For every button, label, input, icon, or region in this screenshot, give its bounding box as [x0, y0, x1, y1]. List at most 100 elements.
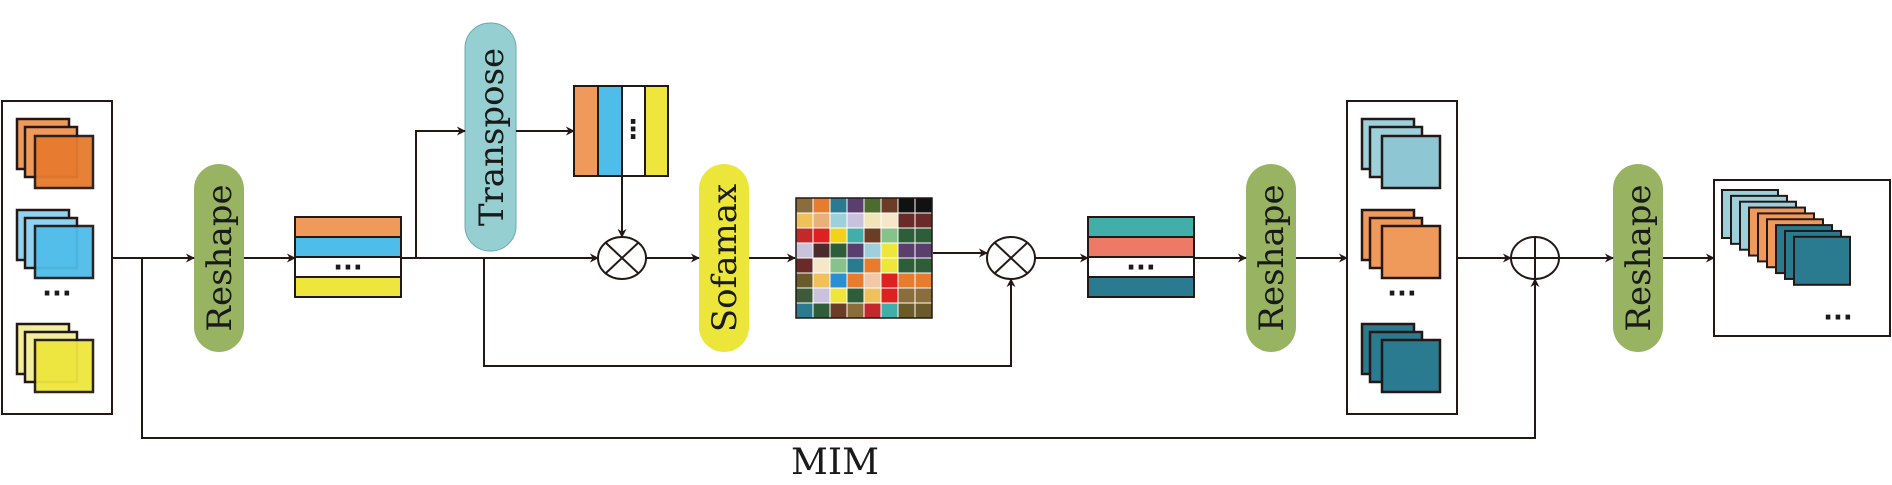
heatmap-cell [880, 197, 899, 214]
reshape-block-1: Reshape [194, 164, 244, 352]
heatmap-cell [897, 212, 916, 229]
heatmap-cell [880, 242, 899, 259]
flattened-matrix-1: ··· [294, 216, 402, 298]
heatmap-cell [812, 227, 831, 244]
reshaped-orange-stack [1360, 208, 1442, 280]
heatmap-cell [914, 242, 933, 259]
input-blue-stack [15, 208, 95, 280]
heatmap-cell [880, 212, 899, 229]
arrow-matrix-to-transpose [415, 126, 466, 258]
heatmap-cell [795, 272, 814, 289]
heatmap-cell [829, 257, 848, 274]
final-ellipsis: ··· [1823, 303, 1853, 333]
heatmap-cell [863, 287, 882, 304]
heatmap-cell [846, 197, 865, 214]
heatmap-cell [880, 302, 899, 319]
reshape-block-2: Reshape [1246, 164, 1296, 352]
heatmap-cell [812, 242, 831, 259]
heatmap-cell [812, 197, 831, 214]
input-feature-box: ··· [1, 100, 113, 415]
heatmap-cell [897, 257, 916, 274]
reshape-label-3: Reshape [1619, 184, 1659, 331]
heatmap-cell [914, 212, 933, 229]
multiply-operator-1 [597, 236, 647, 280]
heatmap-cell [897, 197, 916, 214]
heatmap-cell [863, 197, 882, 214]
heatmap-cell [812, 287, 831, 304]
reshape-block-3: Reshape [1613, 164, 1663, 352]
arrow-skip-to-multiply [483, 258, 1016, 367]
heatmap-cell [812, 302, 831, 319]
heatmap-cell [795, 227, 814, 244]
transpose-block: Transpose [464, 22, 517, 252]
reshaped-feature-box: ··· [1346, 100, 1458, 415]
heatmap-cell [914, 257, 933, 274]
transposed-matrix: ⋮ [573, 85, 669, 177]
heatmap-cell [846, 287, 865, 304]
softmax-block: Sofamax [699, 164, 749, 352]
output-layer [1793, 235, 1851, 286]
input-yellow-stack [15, 322, 95, 394]
heatmap-cell [812, 212, 831, 229]
heatmap-cell [914, 302, 933, 319]
transpose-label: Transpose [472, 48, 512, 226]
heatmap-cell [846, 212, 865, 229]
heatmap-cell [914, 197, 933, 214]
attention-heatmap [795, 197, 933, 319]
heatmap-cell [863, 212, 882, 229]
diagram-caption: MIM [791, 442, 879, 483]
heatmap-cell [863, 302, 882, 319]
reshaped-light-teal-stack [1360, 117, 1442, 190]
heatmap-cell [795, 212, 814, 229]
matrix2-ellipsis: ··· [1126, 253, 1156, 283]
transposed-ellipsis: ⋮ [620, 115, 646, 145]
heatmap-cell [863, 272, 882, 289]
heatmap-cell [829, 302, 848, 319]
heatmap-cell [846, 272, 865, 289]
heatmap-cell [829, 272, 848, 289]
connectors [112, 126, 1715, 439]
final-output-box: ··· [1713, 179, 1891, 337]
reshape-label-2: Reshape [1252, 184, 1292, 331]
heatmap-cell [897, 287, 916, 304]
heatmap-cell [846, 242, 865, 259]
heatmap-cell [863, 257, 882, 274]
heatmap-cell [795, 302, 814, 319]
heatmap-cell [863, 227, 882, 244]
heatmap-cell [863, 242, 882, 259]
heatmap-cell [914, 272, 933, 289]
flattened-matrix-2: ··· [1087, 216, 1195, 298]
input-orange-stack [15, 117, 95, 190]
heatmap-cell [829, 242, 848, 259]
heatmap-cell [846, 302, 865, 319]
heatmap-cell [812, 257, 831, 274]
reshaped-dark-teal-stack [1360, 322, 1442, 394]
input-ellipsis: ··· [42, 279, 72, 309]
heatmap-cell [897, 272, 916, 289]
arrow-residual-to-add [141, 258, 1540, 439]
reshaped-ellipsis: ··· [1387, 279, 1417, 309]
heatmap-cell [914, 287, 933, 304]
heatmap-cell [846, 227, 865, 244]
heatmap-cell [880, 287, 899, 304]
heatmap-cell [897, 302, 916, 319]
heatmap-cell [829, 197, 848, 214]
heatmap-cell [795, 242, 814, 259]
softmax-label: Sofamax [705, 184, 745, 332]
heatmap-cell [846, 257, 865, 274]
heatmap-cell [829, 212, 848, 229]
heatmap-cell [829, 227, 848, 244]
heatmap-border [795, 197, 933, 319]
heatmap-cell [795, 257, 814, 274]
add-operator [1510, 236, 1560, 280]
heatmap-cell [812, 272, 831, 289]
heatmap-cell [880, 257, 899, 274]
heatmap-cell [880, 272, 899, 289]
heatmap-cell [829, 287, 848, 304]
heatmap-cell [795, 197, 814, 214]
reshape-label-1: Reshape [200, 184, 240, 331]
heatmap-cell [880, 227, 899, 244]
heatmap-cell [914, 227, 933, 244]
heatmap-cell [795, 287, 814, 304]
